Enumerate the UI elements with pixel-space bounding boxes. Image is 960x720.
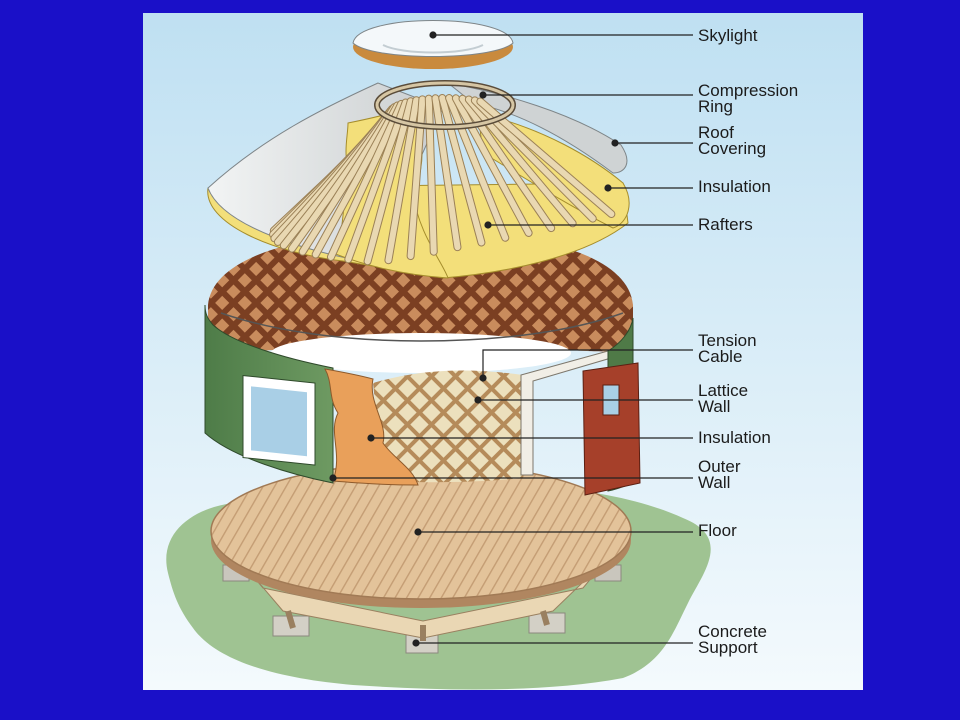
label-floor: Floor [698,521,737,540]
label-roof-covering-line2: Covering [698,139,767,158]
rafter [452,95,532,236]
label-outer-wall: Outer Wall [698,457,741,492]
label-skylight: Skylight [698,26,758,45]
label-compression-ring-line1: Compression [698,81,799,100]
label-rafters: Rafters [698,215,753,234]
label-concrete-support-line1: Concrete [698,622,767,641]
rafter [312,102,401,258]
diagram-panel: Skylight Compression Ring Roof Covering … [143,13,863,690]
rafter [439,95,485,246]
label-roof-insulation: Insulation [698,177,771,196]
rafter [345,99,409,263]
yurt-exploded-diagram [143,13,863,690]
label-outer-wall-line1: Outer [698,457,741,476]
label-wall-insulation-line1: Insulation [698,428,771,447]
floor-frame [237,557,609,641]
label-floor-line1: Floor [698,521,737,540]
door [582,362,641,496]
label-lattice-wall: Lattice Wall [698,381,749,416]
rafter [459,95,555,232]
window-glass [251,386,307,457]
label-tension-cable: Tension Cable [698,331,757,366]
tension-cable-line [220,312,624,342]
wall-insulation [324,368,419,486]
label-wall-insulation: Insulation [698,428,771,447]
label-tension-cable-line2: Cable [698,347,743,366]
label-skylight-line1: Skylight [698,26,758,45]
label-compression-ring: Compression Ring [698,81,799,116]
rafter [446,95,509,241]
label-roof-covering: Roof Covering [698,123,767,158]
label-concrete-support: Concrete Support [698,622,767,657]
label-tension-cable-line1: Tension [698,331,757,350]
rafter [364,98,414,265]
rafter [432,95,461,251]
rafter [327,100,405,260]
label-lattice-wall-line1: Lattice [698,381,749,400]
label-outer-wall-line2: Wall [698,473,731,492]
wall-inner-opening [271,333,571,373]
label-compression-ring-line2: Ring [698,97,733,116]
label-roof-covering-line1: Roof [698,123,734,142]
compression-ring-highlight [375,81,515,129]
label-roof-insulation-line1: Insulation [698,177,771,196]
roof-covering-right [447,82,628,174]
leader-lines [329,31,693,647]
label-concrete-support-line2: Support [698,638,758,657]
label-rafters-line1: Rafters [698,215,753,234]
label-lattice-wall-line2: Wall [698,397,731,416]
lattice-wall-front [373,370,523,483]
